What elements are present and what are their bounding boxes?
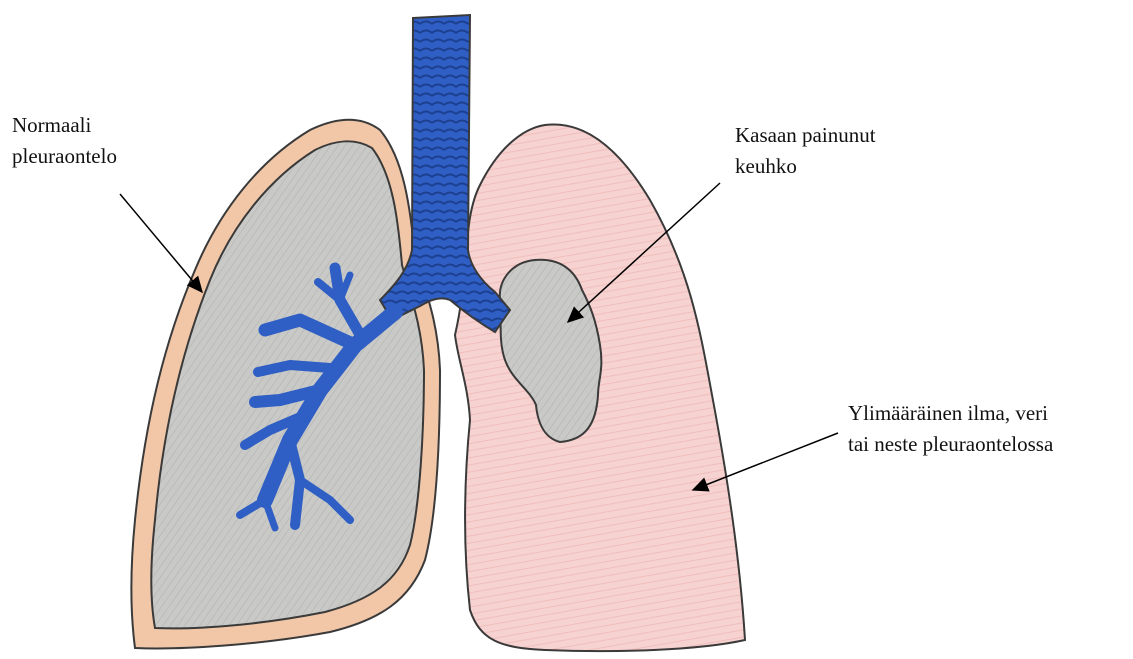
arrow-normal-pleura xyxy=(120,194,202,292)
label-collapsed-line2: keuhko xyxy=(735,151,876,182)
label-normal-pleural-cavity: Normaali pleuraontelo xyxy=(12,110,117,172)
label-normal-line2: pleuraontelo xyxy=(12,141,117,172)
label-normal-line1: Normaali xyxy=(12,110,117,141)
pleural-space-with-excess xyxy=(455,124,745,651)
normal-lung xyxy=(151,141,424,628)
label-excess-line1: Ylimääräinen ilma, veri xyxy=(848,398,1053,429)
label-excess-line2: tai neste pleuraontelossa xyxy=(848,429,1053,460)
label-collapsed-lung: Kasaan painunut keuhko xyxy=(735,120,876,182)
label-excess-in-pleura: Ylimääräinen ilma, veri tai neste pleura… xyxy=(848,398,1053,460)
label-collapsed-line1: Kasaan painunut xyxy=(735,120,876,151)
